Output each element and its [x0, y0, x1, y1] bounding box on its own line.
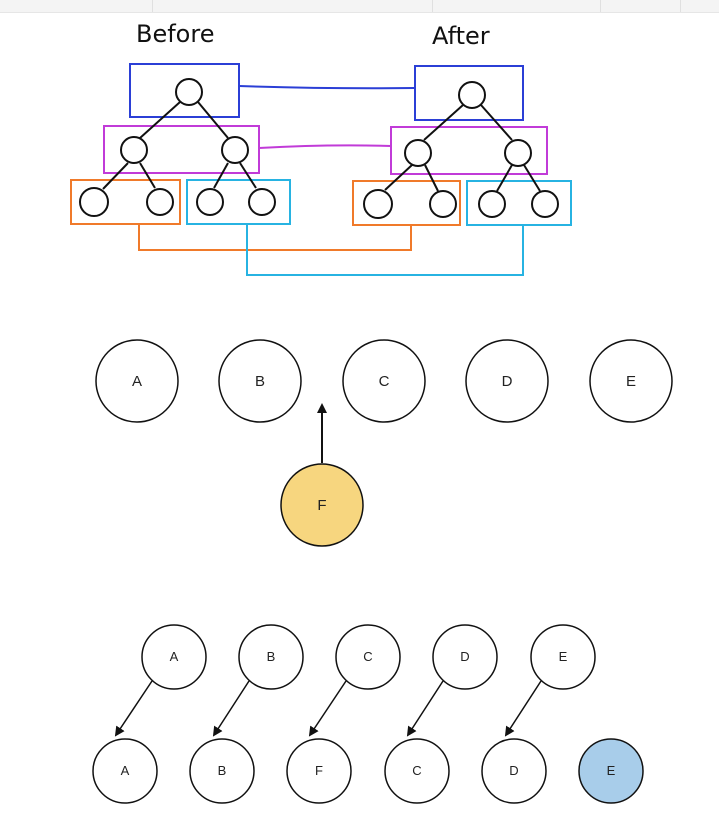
- source-label-C: C: [363, 649, 372, 664]
- node-F-inserted: [280, 463, 364, 547]
- before-node: [120, 136, 148, 164]
- before-edge: [213, 162, 229, 189]
- source-node-D: [432, 624, 498, 690]
- before-leaf-node: [248, 188, 276, 216]
- after-level2-box: [390, 126, 548, 175]
- top-strip: [0, 0, 719, 13]
- shift-arrow: [308, 680, 347, 737]
- before-edge: [239, 162, 257, 189]
- result-node-F: [286, 738, 352, 804]
- before-edge: [197, 101, 229, 139]
- result-node-B: [189, 738, 255, 804]
- after-edge: [423, 104, 464, 141]
- strip-divider: [600, 0, 601, 12]
- after-leaf-node: [531, 190, 559, 218]
- source-label-A: A: [170, 649, 179, 664]
- node-label-E: E: [626, 373, 636, 390]
- before-left-subtree-box: [70, 179, 181, 225]
- shift-arrow: [406, 680, 444, 737]
- node-D: [465, 339, 549, 423]
- after-edge: [384, 164, 413, 191]
- after-leaf-node: [478, 190, 506, 218]
- left-subtree-connector: [138, 224, 412, 251]
- node-label-D: D: [502, 373, 513, 390]
- right-subtree-connector: [246, 224, 524, 276]
- result-node-D: [481, 738, 547, 804]
- node-label-F: F: [317, 497, 326, 514]
- node-A: [95, 339, 179, 423]
- after-edge: [523, 164, 541, 192]
- level2-connector: [258, 144, 392, 149]
- after-level1-box: [414, 65, 524, 121]
- before-leaf-node: [79, 187, 109, 217]
- strip-divider: [152, 0, 153, 12]
- after-edge: [496, 164, 513, 192]
- node-label-C: C: [379, 373, 390, 390]
- source-label-B: B: [267, 649, 276, 664]
- after-node: [504, 139, 532, 167]
- source-node-C: [335, 624, 401, 690]
- after-left-subtree-box: [352, 180, 461, 226]
- before-level2-box: [103, 125, 260, 174]
- before-root-node: [175, 78, 203, 106]
- result-label-F: F: [315, 763, 323, 778]
- result-node-A: [92, 738, 158, 804]
- result-label-E: E: [607, 763, 616, 778]
- source-node-B: [238, 624, 304, 690]
- after-root-node: [458, 81, 486, 109]
- node-B: [218, 339, 302, 423]
- before-edge: [139, 162, 156, 189]
- source-label-E: E: [559, 649, 568, 664]
- node-label-A: A: [132, 373, 142, 390]
- result-label-B: B: [218, 763, 227, 778]
- result-label-C: C: [412, 763, 421, 778]
- after-right-subtree-box: [466, 180, 572, 226]
- node-label-B: B: [255, 373, 265, 390]
- result-node-C: [384, 738, 450, 804]
- node-C: [342, 339, 426, 423]
- result-label-A: A: [121, 763, 130, 778]
- after-node: [404, 139, 432, 167]
- source-label-D: D: [460, 649, 469, 664]
- after-leaf-node: [363, 189, 393, 219]
- before-edge: [102, 162, 129, 190]
- after-leaf-node: [429, 190, 457, 218]
- after-edge: [480, 104, 513, 141]
- level1-connector: [238, 85, 416, 90]
- source-node-A: [141, 624, 207, 690]
- strip-divider: [432, 0, 433, 12]
- after-title: After: [432, 22, 490, 50]
- before-leaf-node: [196, 188, 224, 216]
- before-title: Before: [136, 20, 214, 48]
- strip-divider: [680, 0, 681, 12]
- before-level1-box: [129, 63, 240, 118]
- result-label-D: D: [509, 763, 518, 778]
- source-node-E: [530, 624, 596, 690]
- shift-arrow: [504, 680, 542, 737]
- result-node-E-moved: [578, 738, 644, 804]
- shift-arrow: [114, 680, 153, 737]
- after-edge: [424, 164, 439, 192]
- before-right-subtree-box: [186, 179, 291, 225]
- shift-arrow: [212, 680, 250, 737]
- before-edge: [139, 101, 181, 139]
- before-leaf-node: [146, 188, 174, 216]
- node-E: [589, 339, 673, 423]
- before-node: [221, 136, 249, 164]
